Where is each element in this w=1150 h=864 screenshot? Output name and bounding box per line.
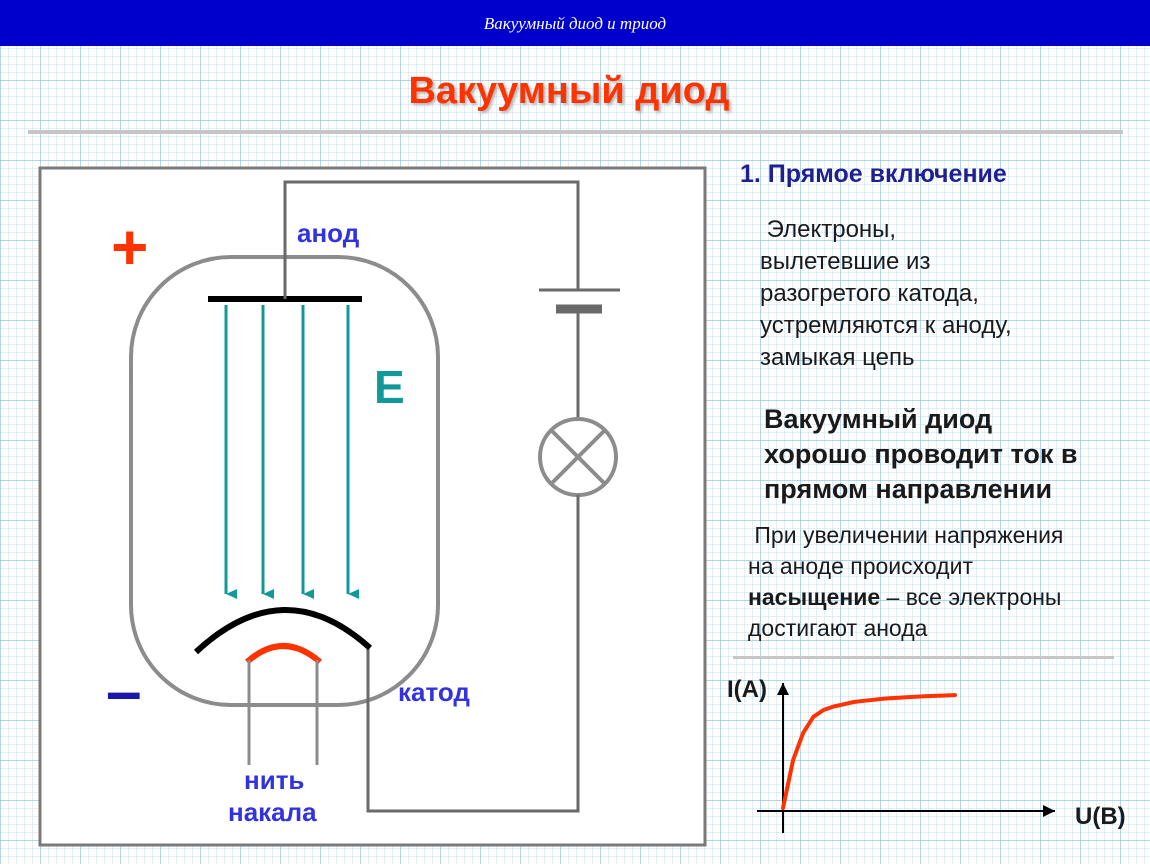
header-title: Вакуумный диод и триод	[483, 14, 667, 33]
saturation-line-3-rest: – все электроны	[880, 584, 1062, 610]
label-field-E: E	[374, 361, 405, 413]
page-title: Вакуумный диод	[408, 70, 730, 112]
paragraph-saturation: При увеличении напряжения на аноде проис…	[748, 520, 1063, 644]
saturation-line-1: При увеличении напряжения	[748, 522, 1064, 548]
saturation-line-3: насыщение – все электроны	[748, 582, 1063, 613]
wire-lamp-to-cathode	[366, 495, 580, 813]
graph-y-label: I(A)	[727, 676, 767, 703]
saturation-line-2: на аноде происходит	[748, 553, 973, 579]
saturation-term: насыщение	[748, 584, 881, 610]
section-heading: 1. Прямое включение	[740, 160, 1007, 188]
saturation-line-4: достигают анода	[748, 615, 928, 641]
label-anode: анод	[297, 218, 360, 248]
label-filament-line2: накала	[228, 797, 317, 827]
paragraph-conducts: Вакуумный диод хорошо проводит ток в пря…	[764, 404, 1078, 504]
wire-anode-to-battery	[283, 180, 580, 299]
lamp-cross-2	[549, 428, 607, 486]
title-divider	[28, 130, 1123, 134]
graph-divider	[733, 656, 1114, 659]
filament-arc	[245, 643, 322, 665]
label-filament-line1: нить	[244, 765, 305, 795]
paragraph-electrons: Электроны, вылетевшие из разогретого кат…	[760, 216, 1012, 371]
cathode-arc	[193, 607, 373, 655]
minus-sign: –	[106, 655, 142, 727]
graph-x-label: U(B)	[1075, 803, 1126, 830]
iv-curve-series	[781, 693, 957, 810]
diagram-frame	[38, 166, 707, 847]
plus-sign: +	[111, 211, 149, 283]
label-cathode: катод	[398, 677, 470, 707]
header-bar	[0, 0, 1150, 46]
